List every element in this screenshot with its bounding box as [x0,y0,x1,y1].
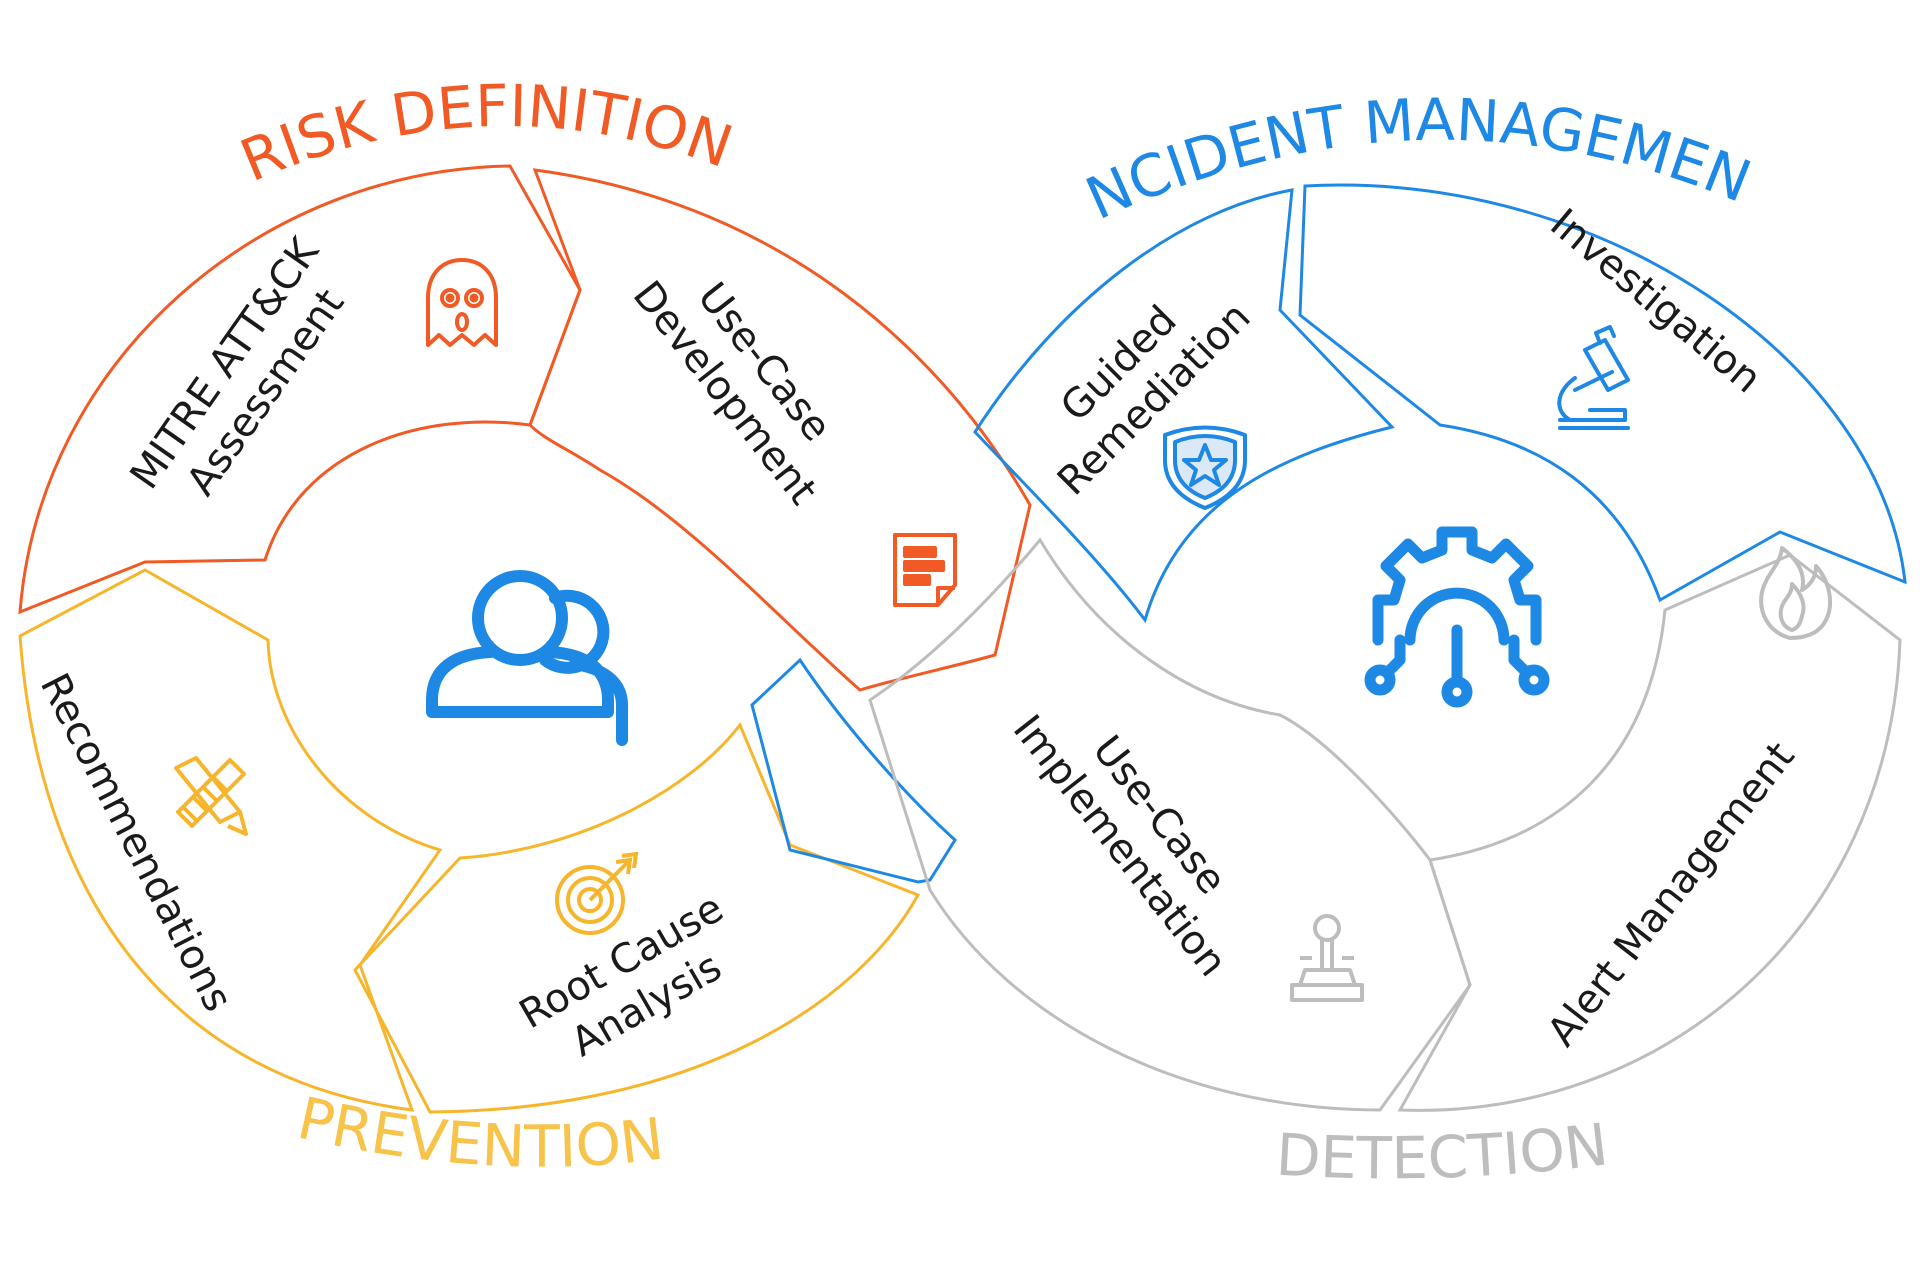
segment-guided [973,188,1395,624]
flame-icon [1759,546,1833,640]
svg-text:Alert Management: Alert Management [1539,734,1804,1055]
microscope-icon [1557,325,1630,430]
segment-rca [353,722,921,1114]
label-investigation: Investigation [1541,200,1769,402]
segment-recommendations [18,568,443,1112]
tools-icon [174,756,248,836]
joystick-icon [1290,914,1364,1002]
circuit-gear-icon [1364,526,1550,708]
shield-star-icon [1163,425,1247,510]
segment-investigation [1298,183,1907,603]
phase-detection: DETECTION [1274,1110,1611,1192]
phase-incident-management: INCIDENT MANAGEMENT [0,0,1760,233]
ghost-icon [426,258,498,347]
phase-risk-definition: RISK DEFINITION [231,72,741,195]
label-mitre: MITRE ATT&CK Assessment [121,229,353,504]
segment-crossover [750,657,957,884]
label-usecase-impl: Use-Case Implementation [1004,707,1236,986]
segment-usecase-dev [528,168,1032,692]
segment-mitre [18,164,582,615]
users-icon [426,570,628,746]
label-rca: Root Cause Analysis [512,885,731,1066]
phase-prevention: PREVENTION [292,1084,667,1181]
segment-alert [1397,553,1902,1112]
segment-usecase-impl [868,537,1472,1112]
label-alert: Alert Management [1539,734,1804,1055]
svg-text:Investigation: Investigation [1541,200,1769,402]
target-icon [555,851,639,935]
document-icon [893,533,957,607]
